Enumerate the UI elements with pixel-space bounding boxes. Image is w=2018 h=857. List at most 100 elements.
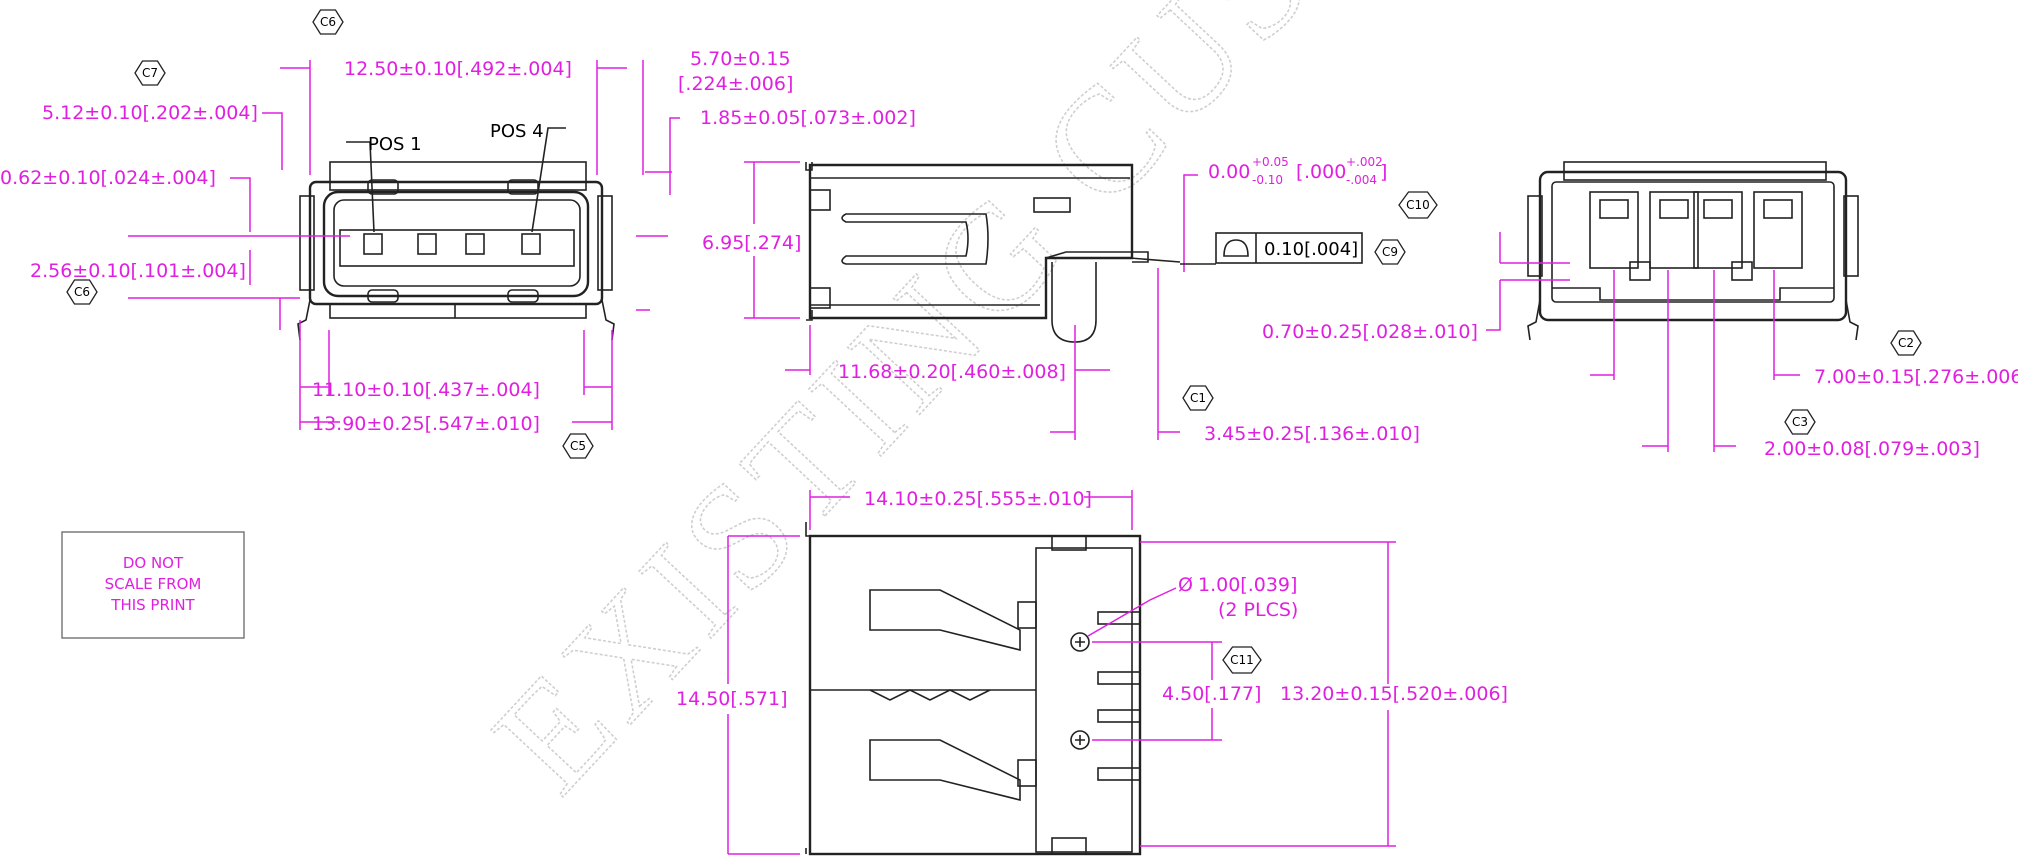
side-view <box>805 162 1181 343</box>
end-view-dimensions: 0.70±0.25[.028±.010] 7.00±0.15[.276±.006… <box>1262 232 2018 460</box>
callout-c1: C1 <box>1182 385 1214 411</box>
end-view-stop-right <box>1731 261 1753 281</box>
dim-hole-leader <box>1087 587 1177 637</box>
bottom-view <box>805 522 1142 856</box>
callout-c1-hex <box>1182 385 1214 411</box>
callout-c7: C6 <box>66 279 98 305</box>
dim-tol-leader <box>1183 174 1198 272</box>
flatness-frame: 0.10[.004] <box>1180 232 1363 265</box>
side-view-foot <box>1045 251 1149 263</box>
end-view-right-leg <box>1845 299 1859 341</box>
dim-tol-in-bracket-close: ] <box>1380 161 1387 183</box>
dim-shell-height: 5.12±0.10[.202±.004] <box>42 102 258 124</box>
dim-outer-width: 13.90±0.25[.547±.010] <box>312 413 540 435</box>
bottom-view-pin-2 <box>1097 671 1141 685</box>
callout-c6: C6 <box>312 9 344 35</box>
side-view-notch-top <box>809 189 831 211</box>
callout-c8-hex <box>134 60 166 86</box>
bottom-view-latch-bottom <box>1017 759 1037 787</box>
flatness-box <box>1215 232 1363 264</box>
callout-c2-text: C2 <box>1898 336 1914 350</box>
hole-lower-cross <box>1075 735 1085 745</box>
bottom-view-joint <box>869 689 991 701</box>
callout-c11: C11 <box>1222 646 1262 674</box>
dim-hole-dia: 1.00[.039] <box>1198 574 1297 596</box>
end-view-contact-head-1 <box>1599 199 1629 219</box>
callout-c3-text: C3 <box>1792 415 1808 429</box>
front-view-right-leg <box>601 299 615 341</box>
front-view-bottom-latch-left <box>367 289 399 303</box>
callout-c7-text: C6 <box>74 285 90 299</box>
callout-c6-text: C6 <box>320 15 336 29</box>
end-view-contact-head-2 <box>1659 199 1689 219</box>
front-view-pos4-leader <box>531 127 566 233</box>
side-view-spring-finger <box>841 213 989 265</box>
dim-pitch-inner: 2.00±0.08[.079±.003] <box>1764 438 1980 460</box>
front-view-contact-3 <box>465 233 485 255</box>
side-view-latch-window <box>1033 197 1071 213</box>
callout-c11-hex <box>1222 646 1262 674</box>
front-view-bottom-latch-right <box>507 289 539 303</box>
dim-pitch-outer: 7.00±0.15[.276±.006] <box>1814 366 2018 388</box>
side-view-dimensions: 6.95[.274] 11.68±0.20[.460±.008] 3.45±0.… <box>702 155 1420 445</box>
dim-tol-in-nominal: .000 <box>1304 161 1346 183</box>
hole-upper-cross <box>1075 637 1085 647</box>
dim-tol-in-minus: -.004 <box>1346 173 1377 187</box>
end-view-contact-head-4 <box>1763 199 1793 219</box>
dim-tol-minus: -0.10 <box>1252 173 1283 187</box>
dim-tol-plus: +0.05 <box>1252 155 1289 169</box>
front-view-top-latch-left <box>367 179 399 195</box>
dim-tol-in-bracket: [ <box>1296 161 1303 183</box>
callout-c3-hex <box>1784 409 1816 435</box>
dim-tongue-offset-leader <box>230 177 251 232</box>
end-view-contact-4 <box>1753 191 1803 269</box>
side-view-pin <box>1129 257 1181 263</box>
dim-width-top: 12.50±0.10[.492±.004] <box>344 58 572 80</box>
side-view-top-tab <box>805 162 813 171</box>
callout-c8: C7 <box>134 60 166 86</box>
callouts: C6 C7 C6 C5 C10 C9 C1 C2 <box>66 9 1922 674</box>
dim-inner-width: 11.10±0.10[.437±.004] <box>312 379 540 401</box>
bottom-view-pin-4 <box>1097 767 1141 781</box>
end-view-left-tab <box>1527 195 1543 277</box>
front-view-left-leg <box>297 299 311 341</box>
front-view-contact-1 <box>363 233 383 255</box>
callout-c2-hex <box>1890 330 1922 356</box>
end-view <box>1527 161 1859 341</box>
bottom-view-shell <box>808 534 1142 856</box>
end-view-right-tab <box>1843 195 1859 277</box>
side-view-notch-bottom <box>809 287 831 309</box>
scale-note-line-1: DO NOT <box>123 554 184 572</box>
dim-peg-offset: 3.45±0.25[.136±.010] <box>1204 423 1420 445</box>
callout-c3: C3 <box>1784 409 1816 435</box>
front-view-contact-2 <box>417 233 437 255</box>
callout-c10-text: C10 <box>1406 198 1430 212</box>
dim-tol-nominal: 0.00 <box>1208 161 1250 183</box>
end-view-contact-head-3 <box>1703 199 1733 219</box>
dim-tongue-offset: 0.62±0.10[.024±.004] <box>0 167 216 189</box>
bottom-view-top-tab <box>805 522 814 537</box>
dim-bv-length: 14.10±0.25[.555±.010] <box>864 488 1092 510</box>
end-view-left-leg <box>1527 299 1541 341</box>
scale-note-line-2: SCALE FROM <box>105 575 202 593</box>
dim-contact-height: 2.56±0.10[.101±.004] <box>30 260 246 282</box>
bottom-view-peg-top <box>1051 535 1087 551</box>
callout-c6-hex <box>312 9 344 35</box>
dim-shell-height-leader <box>262 112 283 170</box>
bottom-view-pin-3 <box>1097 709 1141 723</box>
dim-peg-span: 13.20±0.15[.520±.006] <box>1280 683 1508 705</box>
dim-offset-right-1: 5.70±0.15 <box>690 48 791 70</box>
callout-c5-text: C5 <box>570 439 586 453</box>
callout-c10: C10 <box>1398 191 1438 219</box>
end-view-contact-1 <box>1589 191 1639 269</box>
front-view: POS 1 POS 4 <box>297 121 615 341</box>
front-view-contact-4 <box>521 233 541 255</box>
end-view-inner <box>1551 181 1835 303</box>
bottom-view-spring-top <box>869 589 1021 652</box>
front-view-dimensions: 12.50±0.10[.492±.004] 5.70±0.15 [.224±.0… <box>0 48 916 435</box>
pos1-label: POS 1 <box>368 134 422 155</box>
front-view-opening <box>322 190 590 298</box>
hole-upper <box>1070 632 1090 652</box>
callout-c1-text: C1 <box>1190 391 1206 405</box>
